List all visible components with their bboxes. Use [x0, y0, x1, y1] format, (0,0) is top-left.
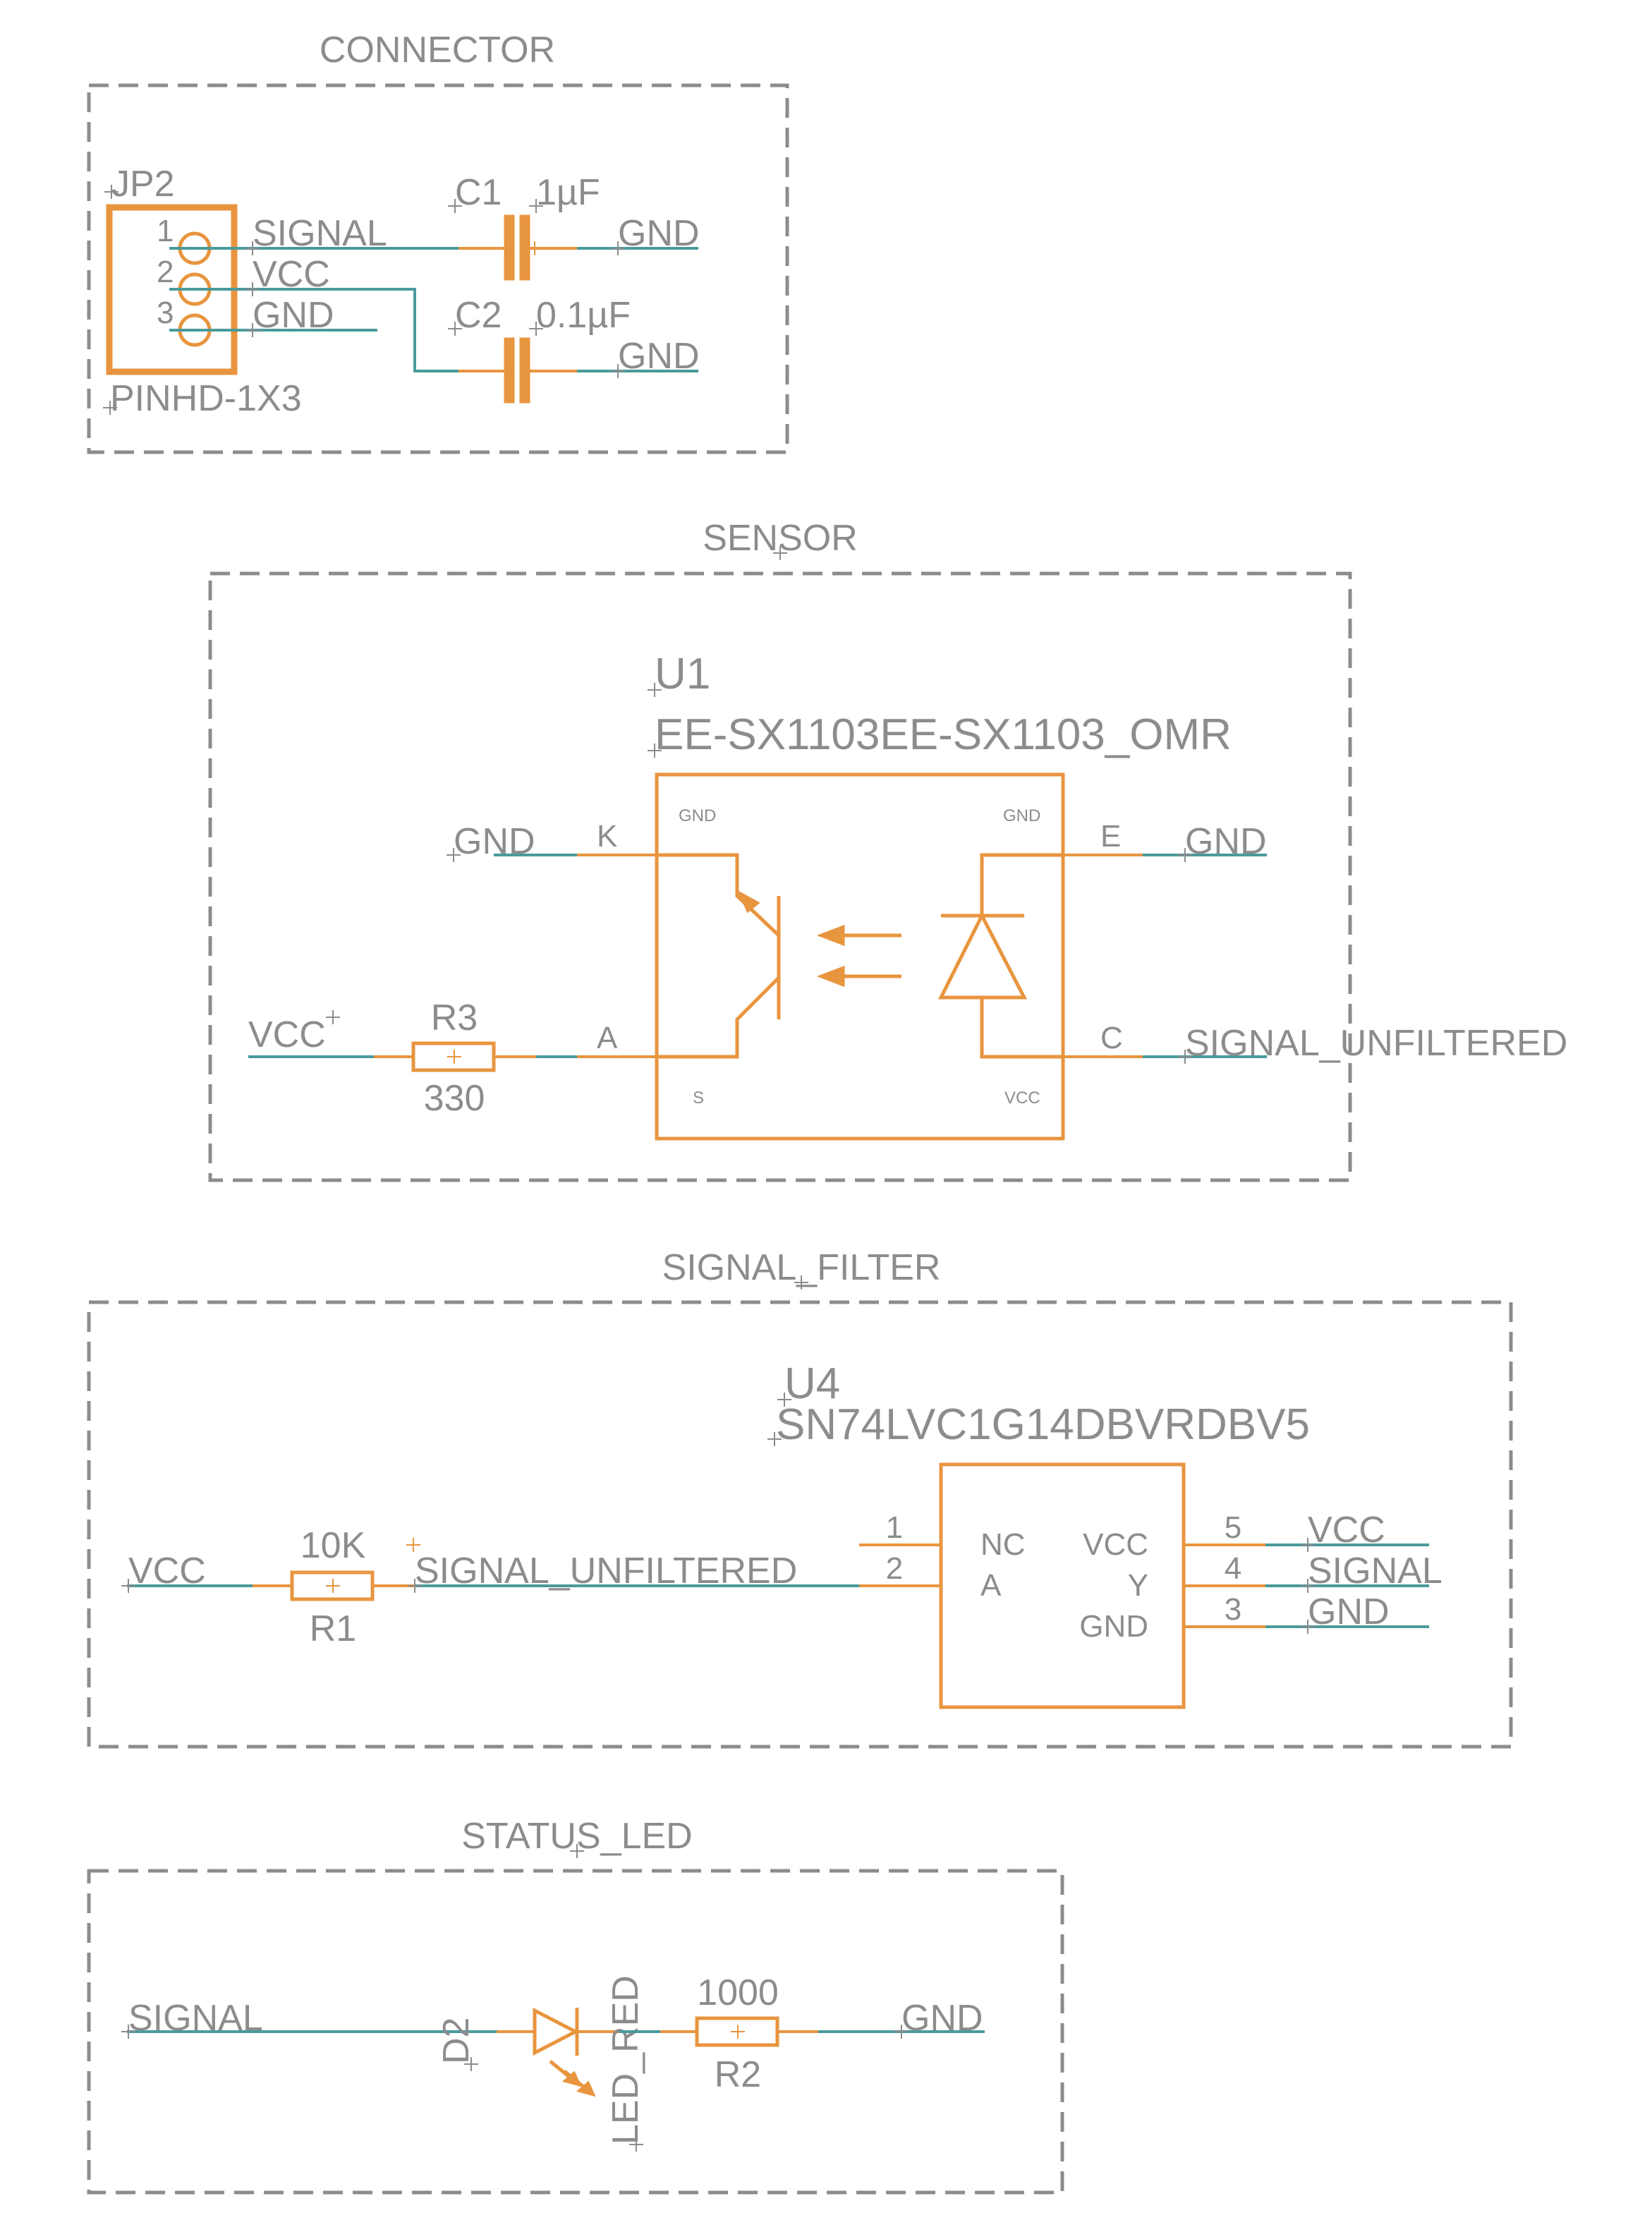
net-label-signal: SIGNAL	[253, 213, 387, 254]
capacitor-c1[interactable]: C1 1µF	[448, 172, 600, 281]
r2-name: R2	[715, 2054, 761, 2095]
r2-value: 1000	[697, 1972, 779, 2013]
u1-name: U1	[655, 650, 710, 698]
u4-pin-vcc-label: VCC	[1083, 1527, 1148, 1562]
u1-phototransistor-collector	[657, 853, 780, 937]
c1-name: C1	[455, 172, 502, 213]
c1-value: 1µF	[536, 172, 600, 213]
jp2-pin1-number: 1	[157, 214, 174, 248]
u4-pin-3-number: 3	[1225, 1592, 1241, 1627]
net-filter-gnd-label: GND	[1308, 1591, 1390, 1632]
u4-pin-2-number: 2	[886, 1551, 903, 1586]
r3-value: 330	[424, 1078, 485, 1119]
net-filter-signal-unfiltered-label: SIGNAL_UNFILTERED	[415, 1551, 797, 1591]
u4-pin-a-label: A	[980, 1568, 1002, 1603]
net-label-vcc: VCC	[253, 254, 330, 295]
resistor-r2[interactable]: 1000 R2	[660, 1972, 818, 2095]
optical-sensor-u1[interactable]: U1 EE-SX1103EE-SX1103_OMR GND GND S VCC …	[577, 650, 1232, 1141]
net-label-gnd: GND	[253, 295, 334, 336]
sheet-connector: CONNECTOR JP2 PINHD-1X3 1 2 3 SIGNAL VCC…	[87, 30, 789, 454]
u4-pin-1-number: 1	[886, 1510, 903, 1545]
c2-name: C2	[455, 295, 502, 336]
u1-corner-tr: GND	[1003, 806, 1040, 825]
u4-name: U4	[784, 1359, 840, 1408]
sheet-status-led: STATUS_LED SIGNAL D2 LED_RED 1000 R2	[87, 1816, 1064, 2195]
u1-corner-bl: S	[693, 1088, 704, 1108]
sheet-frame-signal-filter	[87, 1300, 1513, 1749]
u1-pin-c-label: C	[1100, 1021, 1123, 1055]
net-sensor-vcc-label: VCC	[248, 1014, 326, 1055]
net-filter-vcc-left-label: VCC	[128, 1551, 206, 1591]
u1-corner-br: VCC	[1004, 1088, 1040, 1108]
u4-pin-nc-label: NC	[980, 1527, 1026, 1562]
jp2-name: JP2	[111, 164, 175, 205]
c2-plate-left	[504, 337, 515, 404]
led-d2[interactable]: D2 LED_RED	[436, 1975, 646, 2152]
c2-gnd-label: GND	[618, 336, 700, 377]
net-led-gnd-label: GND	[901, 1998, 983, 2039]
r1-name: R1	[310, 1608, 356, 1649]
sheet-frame-sensor	[208, 571, 1352, 1182]
net-sensor-gnd-left-label: GND	[454, 821, 535, 862]
u4-pin-4-number: 4	[1225, 1551, 1241, 1586]
c2-plate-right	[519, 337, 530, 404]
u1-led-cathode-wire	[980, 997, 1063, 1059]
u1-pin-a-label: A	[597, 1021, 618, 1055]
u1-body	[655, 772, 1065, 1141]
d2-triangle	[533, 2007, 580, 2056]
jp2-pin2-number: 2	[157, 255, 174, 289]
d2-name: D2	[436, 2018, 477, 2064]
connector-jp2[interactable]: JP2 PINHD-1X3 1 2 3	[103, 164, 302, 419]
sheet-title-connector: CONNECTOR	[320, 30, 555, 71]
u1-led-triangle	[937, 911, 1028, 1000]
sheet-sensor: SENSOR U1 EE-SX1103EE-SX1103_OMR GND GND…	[208, 518, 1567, 1182]
c1-plate-left	[504, 214, 515, 281]
u1-corner-tl: GND	[679, 806, 716, 825]
schmitt-trigger-u4[interactable]: U4 SN74LVC1G14DBVRDBV5 NC A VCC Y GND 1 …	[767, 1359, 1310, 1709]
jp2-pin3-number: 3	[157, 296, 174, 330]
r3-name: R3	[431, 997, 478, 1038]
net-led-signal-label: SIGNAL	[128, 1998, 263, 2039]
c1-gnd-label: GND	[618, 213, 700, 254]
net-sensor-signal-unfiltered-label: SIGNAL_UNFILTERED	[1185, 1023, 1567, 1064]
resistor-r3[interactable]: R3 330	[374, 997, 536, 1119]
u1-led-anode-wire	[980, 853, 1063, 916]
u4-pin-y-label: Y	[1128, 1568, 1148, 1603]
sheet-frame-status-led	[87, 1869, 1064, 2195]
u1-phototransistor-arrow	[736, 890, 760, 914]
u1-value: EE-SX1103EE-SX1103_OMR	[655, 710, 1232, 759]
capacitor-c2[interactable]: C2 0.1µF	[448, 295, 631, 404]
net-vcc-wire[interactable]	[169, 288, 458, 372]
u1-pin-e-label: E	[1100, 819, 1121, 854]
sheet-signal-filter: SIGNAL_FILTER U4 SN74LVC1G14DBVRDBV5 NC …	[87, 1247, 1513, 1749]
net-filter-signal-label: SIGNAL	[1308, 1551, 1443, 1591]
u4-pin-5-number: 5	[1225, 1510, 1241, 1545]
r1-value: 10K	[300, 1525, 366, 1566]
u4-pin-gnd-label: GND	[1079, 1609, 1148, 1644]
resistor-r1[interactable]: 10K R1	[253, 1525, 420, 1649]
u1-pin-k-label: K	[597, 819, 617, 854]
c2-value: 0.1µF	[536, 295, 631, 336]
jp2-value: PINHD-1X3	[110, 378, 302, 419]
u4-value: SN74LVC1G14DBVRDBV5	[776, 1400, 1310, 1449]
d2-value: LED_RED	[605, 1975, 646, 2145]
u1-phototransistor-emitter	[657, 976, 780, 1059]
net-sensor-gnd-right-label: GND	[1185, 821, 1267, 862]
net-filter-vcc-right-label: VCC	[1308, 1510, 1385, 1551]
